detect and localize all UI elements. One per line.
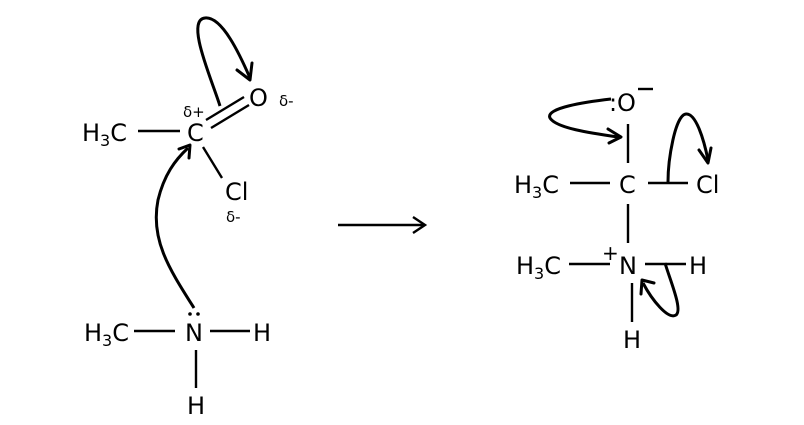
reaction-arrowhead-icon — [412, 216, 428, 234]
carbonyl-carbon: C — [187, 119, 204, 147]
tetrahedral-intermediate: : O H3C C Cl H3C + N H H — [514, 87, 719, 354]
hydrogen-bottom: H — [187, 392, 205, 420]
carbonyl-double-bond-1 — [205, 95, 245, 122]
lone-pair-attack-arrow — [154, 146, 196, 309]
partial-negative-chlorine-label: δ- — [226, 208, 241, 226]
carbonyl-oxygen: O — [249, 84, 268, 112]
arrowhead-icon — [606, 127, 623, 145]
carbonyl-double-bond-2 — [210, 103, 250, 130]
intermediate-hydrogen-right: H — [689, 252, 707, 280]
acyl-chloride-molecule: H3C C δ+ O δ- Cl δ- — [82, 16, 294, 226]
ammonium-nitrogen: N — [619, 252, 637, 280]
methylamine-molecule: H3C N H H — [84, 143, 271, 420]
oxygen-lone-pair: : — [609, 89, 617, 117]
arrowhead-icon — [639, 278, 656, 296]
lone-pair-dot-1 — [188, 312, 192, 316]
hydrogen-right: H — [253, 319, 271, 347]
amine-methyl-label: H3C — [84, 319, 129, 350]
partial-negative-oxygen-label: δ- — [279, 92, 294, 110]
arrowhead-icon — [235, 61, 254, 82]
reaction-arrow — [338, 216, 428, 234]
intermediate-chlorine: Cl — [696, 171, 719, 199]
partial-positive-label: δ+ — [183, 103, 205, 121]
lone-pair-dot-2 — [196, 312, 200, 316]
nitrogen-atom: N — [185, 319, 203, 347]
methyl-group-label: H3C — [82, 119, 127, 150]
pi-bond-to-oxygen-arrow — [196, 16, 252, 107]
intermediate-hydrogen-bottom: H — [623, 326, 641, 354]
deprotonation-arrow — [641, 262, 680, 318]
n-methyl-label: H3C — [516, 252, 561, 283]
chlorine-atom: Cl — [225, 178, 248, 206]
arrowhead-icon — [177, 143, 192, 160]
chloride-leaving-arrow — [666, 112, 710, 183]
c-cl-bond — [201, 146, 224, 179]
oxyanion: O — [617, 89, 636, 117]
central-carbon: C — [619, 171, 636, 199]
oxygen-reform-pi-arrow — [548, 97, 619, 139]
intermediate-methyl-label: H3C — [514, 171, 559, 202]
nitrogen-positive-charge: + — [602, 241, 619, 265]
arrowhead-icon — [697, 146, 713, 165]
